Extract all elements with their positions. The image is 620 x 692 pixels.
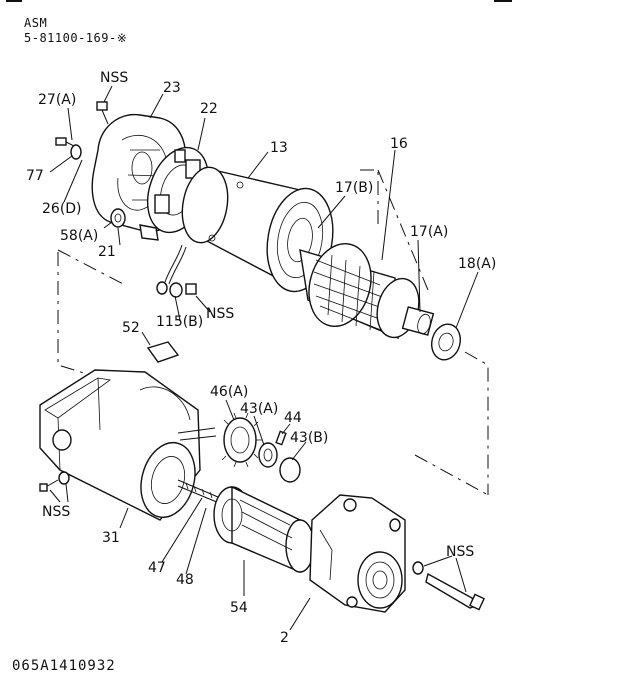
callout-23: 23 (163, 80, 181, 96)
bolt-left-nss (39, 471, 70, 492)
callout-47: 47 (148, 560, 166, 576)
callout-nss-right: NSS (446, 544, 474, 560)
washer-18a (430, 323, 462, 361)
callout-21: 21 (98, 244, 116, 260)
callout-2: 2 (280, 630, 289, 646)
assembly-part-number: 5-81100-169-※ (24, 31, 128, 45)
callout-44: 44 (284, 410, 302, 426)
callout-46a: 46(A) (210, 384, 248, 400)
callout-nss-top: NSS (100, 70, 128, 86)
callout-18a: 18(A) (458, 256, 496, 272)
callout-17b: 17(B) (335, 180, 373, 196)
callout-16: 16 (390, 136, 408, 152)
callout-27a: 27(A) (38, 92, 76, 108)
hardware-small-parts (55, 101, 197, 298)
callout-nss-left: NSS (42, 504, 70, 520)
assembly-centerlines (57, 169, 489, 496)
bolt-right-nss (412, 561, 485, 611)
gasket-52 (146, 341, 180, 363)
corner-mark-right (494, 0, 512, 2)
callout-13: 13 (270, 140, 288, 156)
overrunning-clutch-54 (213, 485, 315, 574)
callout-77: 77 (26, 168, 44, 184)
callout-nss-mid: NSS (206, 306, 234, 322)
callout-54: 54 (230, 600, 248, 616)
front-bracket-2 (309, 494, 406, 613)
callout-48: 48 (176, 572, 194, 588)
callout-17a: 17(A) (410, 224, 448, 240)
callout-115b: 115(B) (156, 314, 203, 330)
gear-assembly-46a-43-44 (221, 412, 301, 483)
armature-16 (299, 242, 435, 340)
callout-43b: 43(B) (290, 430, 328, 446)
callout-52: 52 (122, 320, 140, 336)
callout-43a: 43(A) (240, 401, 278, 417)
corner-mark-left (6, 0, 22, 2)
drawing-number: 065A1410932 (12, 658, 116, 674)
callout-31: 31 (102, 530, 120, 546)
leader-lines (49, 85, 479, 631)
callout-26d: 26(D) (42, 201, 82, 217)
callout-labels: 27(A) NSS 23 22 13 16 17(B) 17(A) 18(A) … (26, 70, 496, 646)
callout-58a: 58(A) (60, 228, 98, 244)
callout-22: 22 (200, 101, 218, 117)
assembly-title: ASM (24, 16, 48, 30)
frame-housing-31 (39, 369, 217, 521)
